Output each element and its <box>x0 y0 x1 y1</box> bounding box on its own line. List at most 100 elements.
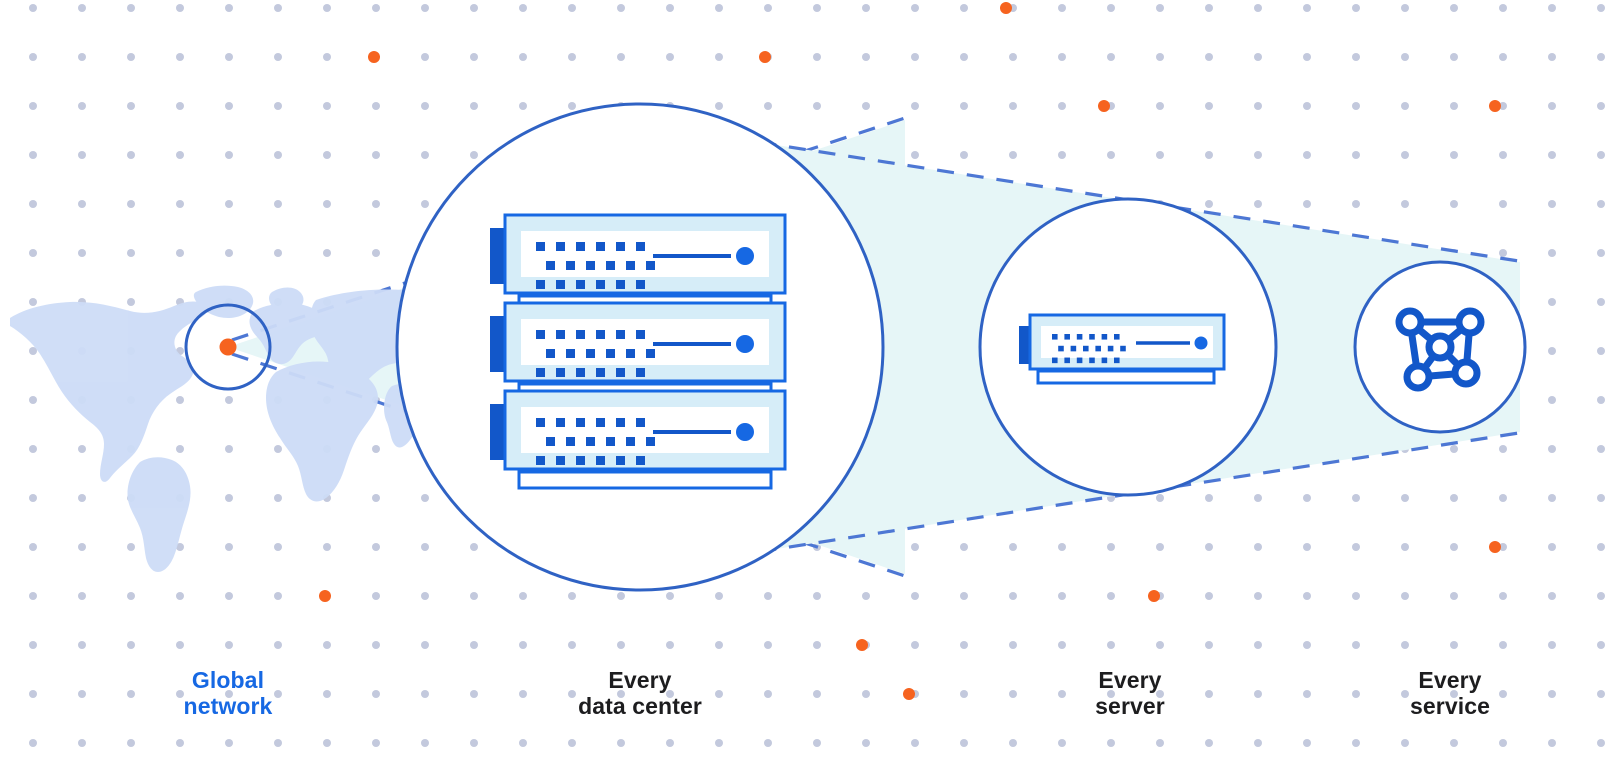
grid-dot <box>568 4 576 12</box>
grid-dot <box>1058 151 1066 159</box>
grid-dot <box>470 739 478 747</box>
grid-dot <box>323 543 331 551</box>
grid-dot <box>1597 347 1605 355</box>
grid-dot <box>1401 641 1409 649</box>
grid-dot <box>617 641 625 649</box>
grid-dot <box>1499 592 1507 600</box>
location-pin-icon <box>219 338 237 356</box>
grid-dot <box>568 641 576 649</box>
grid-dot <box>1156 739 1164 747</box>
service-circle[interactable] <box>1353 260 1527 434</box>
grid-dot <box>862 592 870 600</box>
grid-dot <box>29 396 37 404</box>
grid-dot <box>1303 543 1311 551</box>
grid-dot <box>29 543 37 551</box>
grid-dot <box>519 53 527 61</box>
grid-dot <box>225 4 233 12</box>
highlight-dot <box>319 590 331 602</box>
grid-dot <box>372 543 380 551</box>
grid-dot <box>1156 494 1164 502</box>
grid-dot <box>225 200 233 208</box>
grid-dot <box>1107 641 1115 649</box>
grid-dot <box>1205 200 1213 208</box>
grid-dot <box>813 592 821 600</box>
grid-dot <box>1450 739 1458 747</box>
grid-dot <box>176 102 184 110</box>
grid-dot <box>568 592 576 600</box>
grid-dot <box>862 690 870 698</box>
grid-dot <box>274 102 282 110</box>
grid-dot <box>911 739 919 747</box>
grid-dot <box>1303 53 1311 61</box>
grid-dot <box>274 641 282 649</box>
grid-dot <box>323 4 331 12</box>
grid-dot <box>1107 592 1115 600</box>
grid-dot <box>29 200 37 208</box>
grid-dot <box>1499 53 1507 61</box>
grid-dot <box>1303 4 1311 12</box>
highlight-dot <box>1098 100 1110 112</box>
grid-dot <box>29 53 37 61</box>
grid-dot <box>176 739 184 747</box>
grid-dot <box>78 200 86 208</box>
grid-dot <box>29 102 37 110</box>
grid-dot <box>1205 102 1213 110</box>
rack-unit <box>490 213 787 295</box>
grid-dot <box>1254 102 1262 110</box>
grid-dot <box>764 4 772 12</box>
grid-dot <box>176 543 184 551</box>
grid-dot <box>813 690 821 698</box>
grid-dot <box>1009 53 1017 61</box>
grid-dot <box>1303 641 1311 649</box>
grid-dot <box>1009 739 1017 747</box>
server-circle[interactable] <box>978 197 1278 497</box>
grid-dot <box>274 249 282 257</box>
grid-dot <box>1254 200 1262 208</box>
grid-dot <box>29 298 37 306</box>
grid-dot <box>176 592 184 600</box>
grid-dot <box>519 592 527 600</box>
grid-dot <box>274 200 282 208</box>
grid-dot <box>1597 396 1605 404</box>
grid-dot <box>1009 102 1017 110</box>
grid-dot <box>78 690 86 698</box>
grid-dot <box>1303 690 1311 698</box>
grid-dot <box>176 249 184 257</box>
grid-dot <box>1597 739 1605 747</box>
grid-dot <box>1205 4 1213 12</box>
grid-dot <box>78 4 86 12</box>
grid-dot <box>813 102 821 110</box>
datacenter-circle[interactable] <box>395 102 885 592</box>
grid-dot <box>1254 690 1262 698</box>
grid-dot <box>960 53 968 61</box>
grid-dot <box>127 592 135 600</box>
grid-dot <box>862 4 870 12</box>
grid-dot <box>78 102 86 110</box>
grid-dot <box>372 102 380 110</box>
grid-dot <box>1548 151 1556 159</box>
grid-dot <box>1548 347 1556 355</box>
grid-dot <box>1548 690 1556 698</box>
grid-dot <box>470 543 478 551</box>
grid-dot <box>470 102 478 110</box>
grid-dot <box>666 4 674 12</box>
grid-dot <box>323 249 331 257</box>
grid-dot <box>372 641 380 649</box>
rack-unit <box>490 301 787 383</box>
grid-dot <box>715 102 723 110</box>
server-base <box>1036 369 1216 385</box>
grid-dot <box>960 739 968 747</box>
grid-dot <box>1450 4 1458 12</box>
grid-dot <box>1254 739 1262 747</box>
grid-dot <box>715 690 723 698</box>
grid-dot <box>1597 102 1605 110</box>
grid-dot <box>372 592 380 600</box>
grid-dot <box>29 151 37 159</box>
grid-dot <box>1548 739 1556 747</box>
grid-dot <box>1548 249 1556 257</box>
grid-dot <box>1450 494 1458 502</box>
grid-dot <box>666 641 674 649</box>
grid-dot <box>960 641 968 649</box>
grid-dot <box>1401 494 1409 502</box>
